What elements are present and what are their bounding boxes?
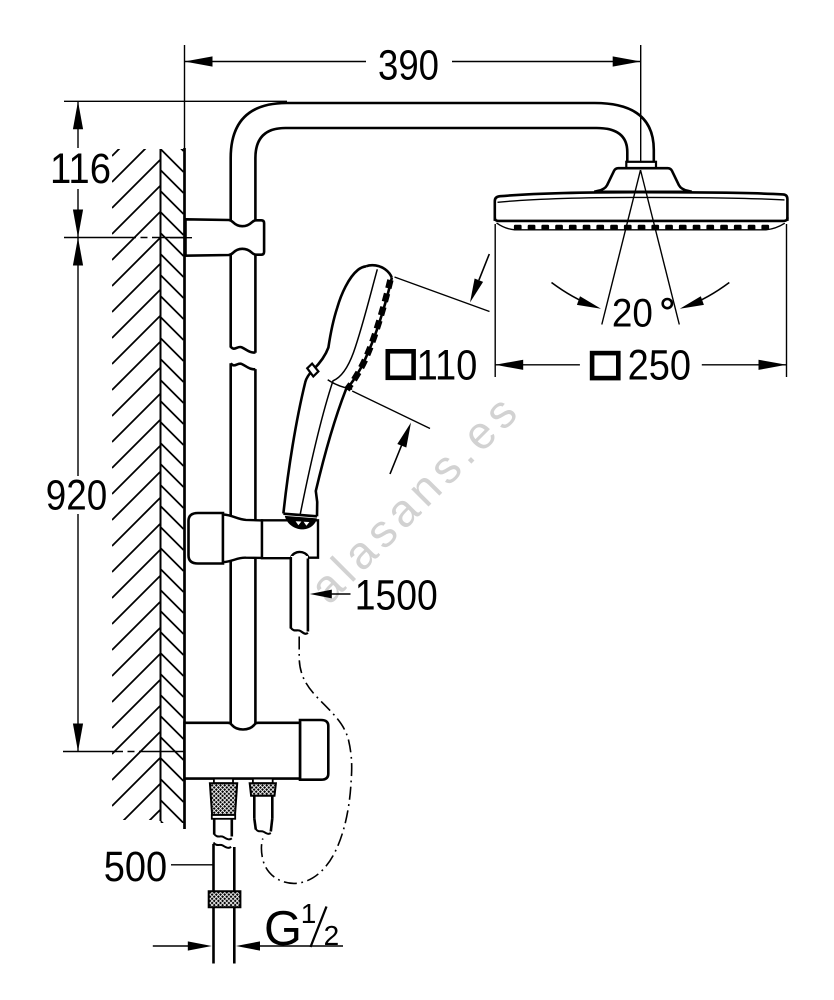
svg-text:500: 500 bbox=[104, 843, 167, 891]
svg-text:116: 116 bbox=[50, 145, 111, 193]
svg-text:250: 250 bbox=[628, 342, 691, 390]
svg-text:1500: 1500 bbox=[355, 572, 438, 620]
svg-text:1: 1 bbox=[301, 898, 317, 929]
svg-text:110: 110 bbox=[417, 341, 478, 389]
svg-text:20: 20 bbox=[612, 291, 653, 335]
svg-text:G: G bbox=[264, 902, 302, 956]
svg-text:2: 2 bbox=[324, 920, 340, 951]
svg-text:390: 390 bbox=[378, 42, 439, 90]
svg-text:920: 920 bbox=[46, 472, 107, 520]
